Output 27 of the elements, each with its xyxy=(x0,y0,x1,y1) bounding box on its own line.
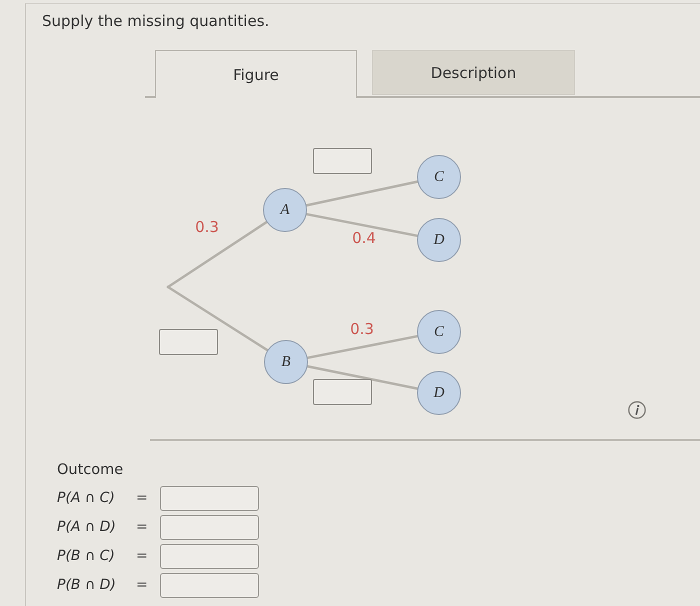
equals-sign: = xyxy=(136,547,148,566)
equals-sign: = xyxy=(136,489,148,508)
tab: Description xyxy=(372,50,575,95)
probability-expression: P(B ∩ C) xyxy=(57,547,115,566)
active-tab: Figure xyxy=(155,50,357,98)
branch-line xyxy=(305,180,419,207)
probability-expression: P(B ∩ D) xyxy=(57,576,116,595)
branch-line xyxy=(305,212,419,238)
event-circle: D xyxy=(417,371,461,415)
probability-expression: P(A ∩ D) xyxy=(57,518,116,537)
branch-line xyxy=(166,220,268,288)
equals-sign: = xyxy=(136,518,148,537)
branch-line xyxy=(166,286,269,352)
probability-expression: P(A ∩ C) xyxy=(57,489,115,508)
event-circle: C xyxy=(417,155,461,199)
event-circle: A xyxy=(263,188,307,232)
probability-label: 0.3 xyxy=(350,320,374,338)
event-circle: B xyxy=(264,340,308,384)
probability-label: 0.4 xyxy=(352,229,376,247)
probability-label: 0.3 xyxy=(195,218,219,236)
equals-sign: = xyxy=(136,576,148,595)
branch-line xyxy=(306,334,419,360)
event-circle: C xyxy=(417,310,461,354)
event-circle: D xyxy=(417,218,461,262)
branch-line xyxy=(306,365,419,390)
question-title: Supply the missing quantities. xyxy=(42,12,270,30)
column-heading: Outcome xyxy=(57,461,124,480)
